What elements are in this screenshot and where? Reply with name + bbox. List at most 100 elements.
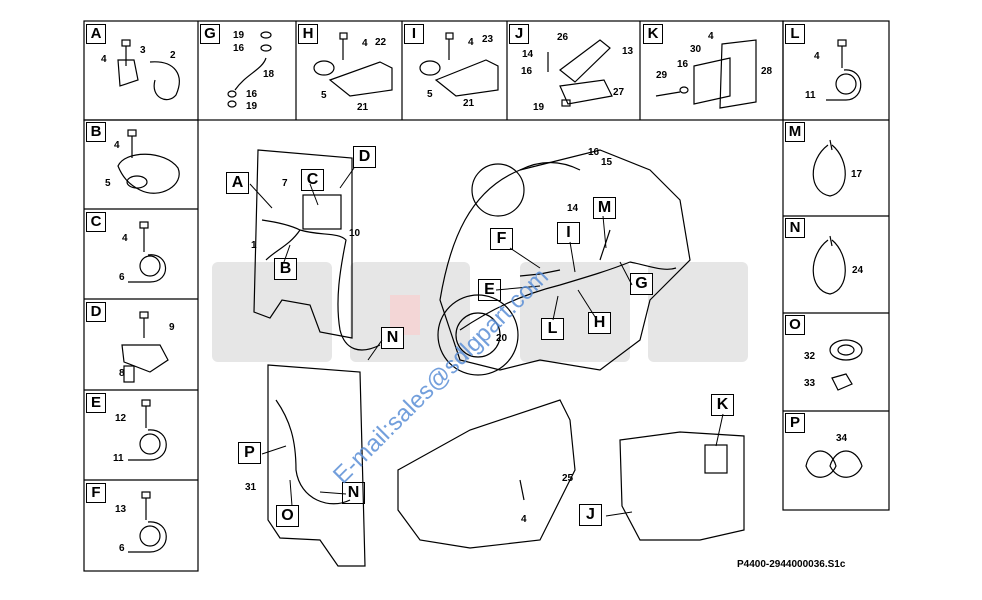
engine-harness bbox=[459, 229, 677, 331]
main-part-number: 7 bbox=[282, 178, 288, 189]
cell-label-o: O bbox=[785, 315, 805, 335]
part-number: 9 bbox=[169, 322, 175, 333]
callout-d: D bbox=[353, 146, 376, 168]
cell-label-p: P bbox=[785, 413, 805, 433]
part-number: 5 bbox=[321, 90, 327, 101]
part-number: 23 bbox=[482, 34, 494, 45]
callout-n-lower: N bbox=[342, 482, 365, 504]
cell-label-b: B bbox=[86, 122, 106, 142]
part-number: 4 bbox=[708, 31, 714, 42]
part-number: 11 bbox=[113, 453, 124, 464]
part-number: 28 bbox=[761, 66, 773, 77]
cab-floor-view bbox=[619, 431, 745, 541]
callout-f: F bbox=[490, 228, 513, 250]
cell-j-sketch bbox=[547, 39, 613, 107]
part-number: 13 bbox=[115, 504, 127, 515]
main-part-number: 31 bbox=[245, 482, 257, 493]
cell-p-sketch bbox=[805, 450, 863, 478]
cell-label-j: J bbox=[509, 24, 529, 44]
cell-m-sketch bbox=[812, 139, 846, 197]
engine-lower-view bbox=[397, 399, 576, 549]
cell-f-sketch bbox=[128, 491, 167, 553]
part-number: 11 bbox=[805, 90, 816, 101]
cell-label-e: E bbox=[86, 393, 106, 413]
part-number: 22 bbox=[375, 37, 387, 48]
part-number: 33 bbox=[804, 378, 816, 389]
part-number: 4 bbox=[468, 37, 474, 48]
part-number: 19 bbox=[533, 102, 545, 113]
part-number: 4 bbox=[122, 233, 128, 244]
cell-label-l: L bbox=[785, 24, 805, 44]
callout-h: H bbox=[588, 312, 611, 334]
part-number: 27 bbox=[613, 87, 625, 98]
part-number: 30 bbox=[690, 44, 702, 55]
cell-l-sketch bbox=[826, 39, 862, 101]
part-number: 19 bbox=[233, 30, 245, 41]
cell-label-n: N bbox=[785, 218, 805, 238]
part-number: 4 bbox=[101, 54, 107, 65]
part-number: 32 bbox=[804, 351, 816, 362]
cell-e-sketch bbox=[128, 399, 167, 461]
cell-label-k: K bbox=[643, 24, 663, 44]
main-part-number: 25 bbox=[562, 473, 574, 484]
flywheel bbox=[437, 294, 519, 376]
part-number: 34 bbox=[836, 433, 848, 444]
part-number: 12 bbox=[115, 413, 127, 424]
part-number: 17 bbox=[851, 169, 863, 180]
main-part-number: 20 bbox=[496, 333, 508, 344]
part-number: 19 bbox=[246, 101, 258, 112]
cell-c-sketch bbox=[128, 221, 167, 283]
ecu-mounting-plate bbox=[253, 149, 353, 339]
cell-label-a: A bbox=[86, 24, 106, 44]
part-number: 8 bbox=[119, 368, 125, 379]
callout-n-upper: N bbox=[381, 327, 404, 349]
cell-label-g: G bbox=[200, 24, 220, 44]
part-number: 16 bbox=[521, 66, 533, 77]
callout-a: A bbox=[226, 172, 249, 194]
cell-label-i: I bbox=[404, 24, 424, 44]
cell-label-h: H bbox=[298, 24, 318, 44]
part-number: 2 bbox=[170, 50, 176, 61]
cell-label-f: F bbox=[86, 483, 106, 503]
part-number: 6 bbox=[119, 543, 125, 554]
part-number: 4 bbox=[814, 51, 820, 62]
part-number: 18 bbox=[263, 69, 275, 80]
cell-o-sketch bbox=[829, 339, 863, 391]
part-number: 16 bbox=[246, 89, 258, 100]
cell-label-d: D bbox=[86, 302, 106, 322]
part-number: 16 bbox=[233, 43, 245, 54]
engine-block bbox=[439, 149, 691, 371]
lower-mounting-plate bbox=[267, 364, 366, 567]
cell-d-sketch bbox=[121, 311, 169, 383]
cell-label-m: M bbox=[785, 122, 805, 142]
cell-b-sketch bbox=[117, 129, 180, 194]
main-part-number: 1 bbox=[251, 240, 257, 251]
cell-label-c: C bbox=[86, 212, 106, 232]
part-number: 14 bbox=[522, 49, 534, 60]
cell-n-sketch bbox=[812, 235, 846, 295]
part-number: 26 bbox=[557, 32, 569, 43]
callout-j: J bbox=[579, 504, 602, 526]
cell-h-sketch bbox=[313, 32, 393, 97]
part-number: 4 bbox=[362, 38, 368, 49]
part-number: 29 bbox=[656, 70, 668, 81]
callout-p: P bbox=[238, 442, 261, 464]
cell-i-sketch bbox=[419, 32, 499, 97]
part-number: 24 bbox=[852, 265, 864, 276]
cell-g-sketch bbox=[227, 31, 272, 108]
cell-a-sketch bbox=[117, 39, 180, 101]
part-number: 21 bbox=[357, 102, 369, 113]
wiring-harness-1 bbox=[261, 219, 381, 351]
part-number: 5 bbox=[427, 89, 433, 100]
callout-m: M bbox=[593, 197, 616, 219]
part-number: 4 bbox=[114, 140, 120, 151]
callout-g: G bbox=[630, 273, 653, 295]
part-number: 5 bbox=[105, 178, 111, 189]
callout-o: O bbox=[276, 505, 299, 527]
part-number: 13 bbox=[622, 46, 634, 57]
callout-i: I bbox=[557, 222, 580, 244]
